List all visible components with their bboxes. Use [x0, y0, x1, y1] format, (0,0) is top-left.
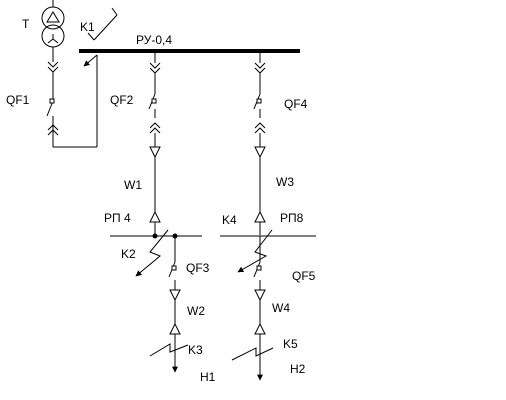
label-qf5: QF5 [292, 269, 316, 283]
label-w2: W2 [187, 304, 205, 318]
transformer-t [41, 0, 65, 48]
label-qf4: QF4 [284, 97, 308, 111]
k1-measurement-loop [53, 7, 118, 148]
branch-qf3 [149, 236, 189, 373]
label-qf1: QF1 [6, 93, 30, 107]
label-h1: H1 [200, 370, 216, 384]
label-w4: W4 [272, 301, 290, 315]
label-rp4: РП 4 [104, 211, 131, 225]
label-w1: W1 [124, 178, 142, 192]
label-w3: W3 [276, 175, 294, 189]
label-qf3: QF3 [186, 261, 210, 275]
branch-qf5 [231, 236, 274, 381]
label-ru: РУ-0,4 [136, 33, 172, 47]
label-k1: K1 [80, 20, 95, 34]
label-k2: K2 [121, 247, 136, 261]
branch-right [253, 51, 266, 235]
breaker-qf1 [46, 94, 59, 147]
label-k3: K3 [188, 343, 203, 357]
transformer-feeder [47, 47, 59, 94]
label-k5: K5 [283, 337, 298, 351]
label-h2: H2 [290, 362, 306, 376]
branch-left [148, 51, 161, 235]
label-k4: K4 [222, 213, 237, 227]
label-t: T [22, 17, 30, 31]
label-qf2: QF2 [110, 93, 134, 107]
label-rp8: РП8 [280, 211, 304, 225]
k2-fault [135, 229, 169, 277]
